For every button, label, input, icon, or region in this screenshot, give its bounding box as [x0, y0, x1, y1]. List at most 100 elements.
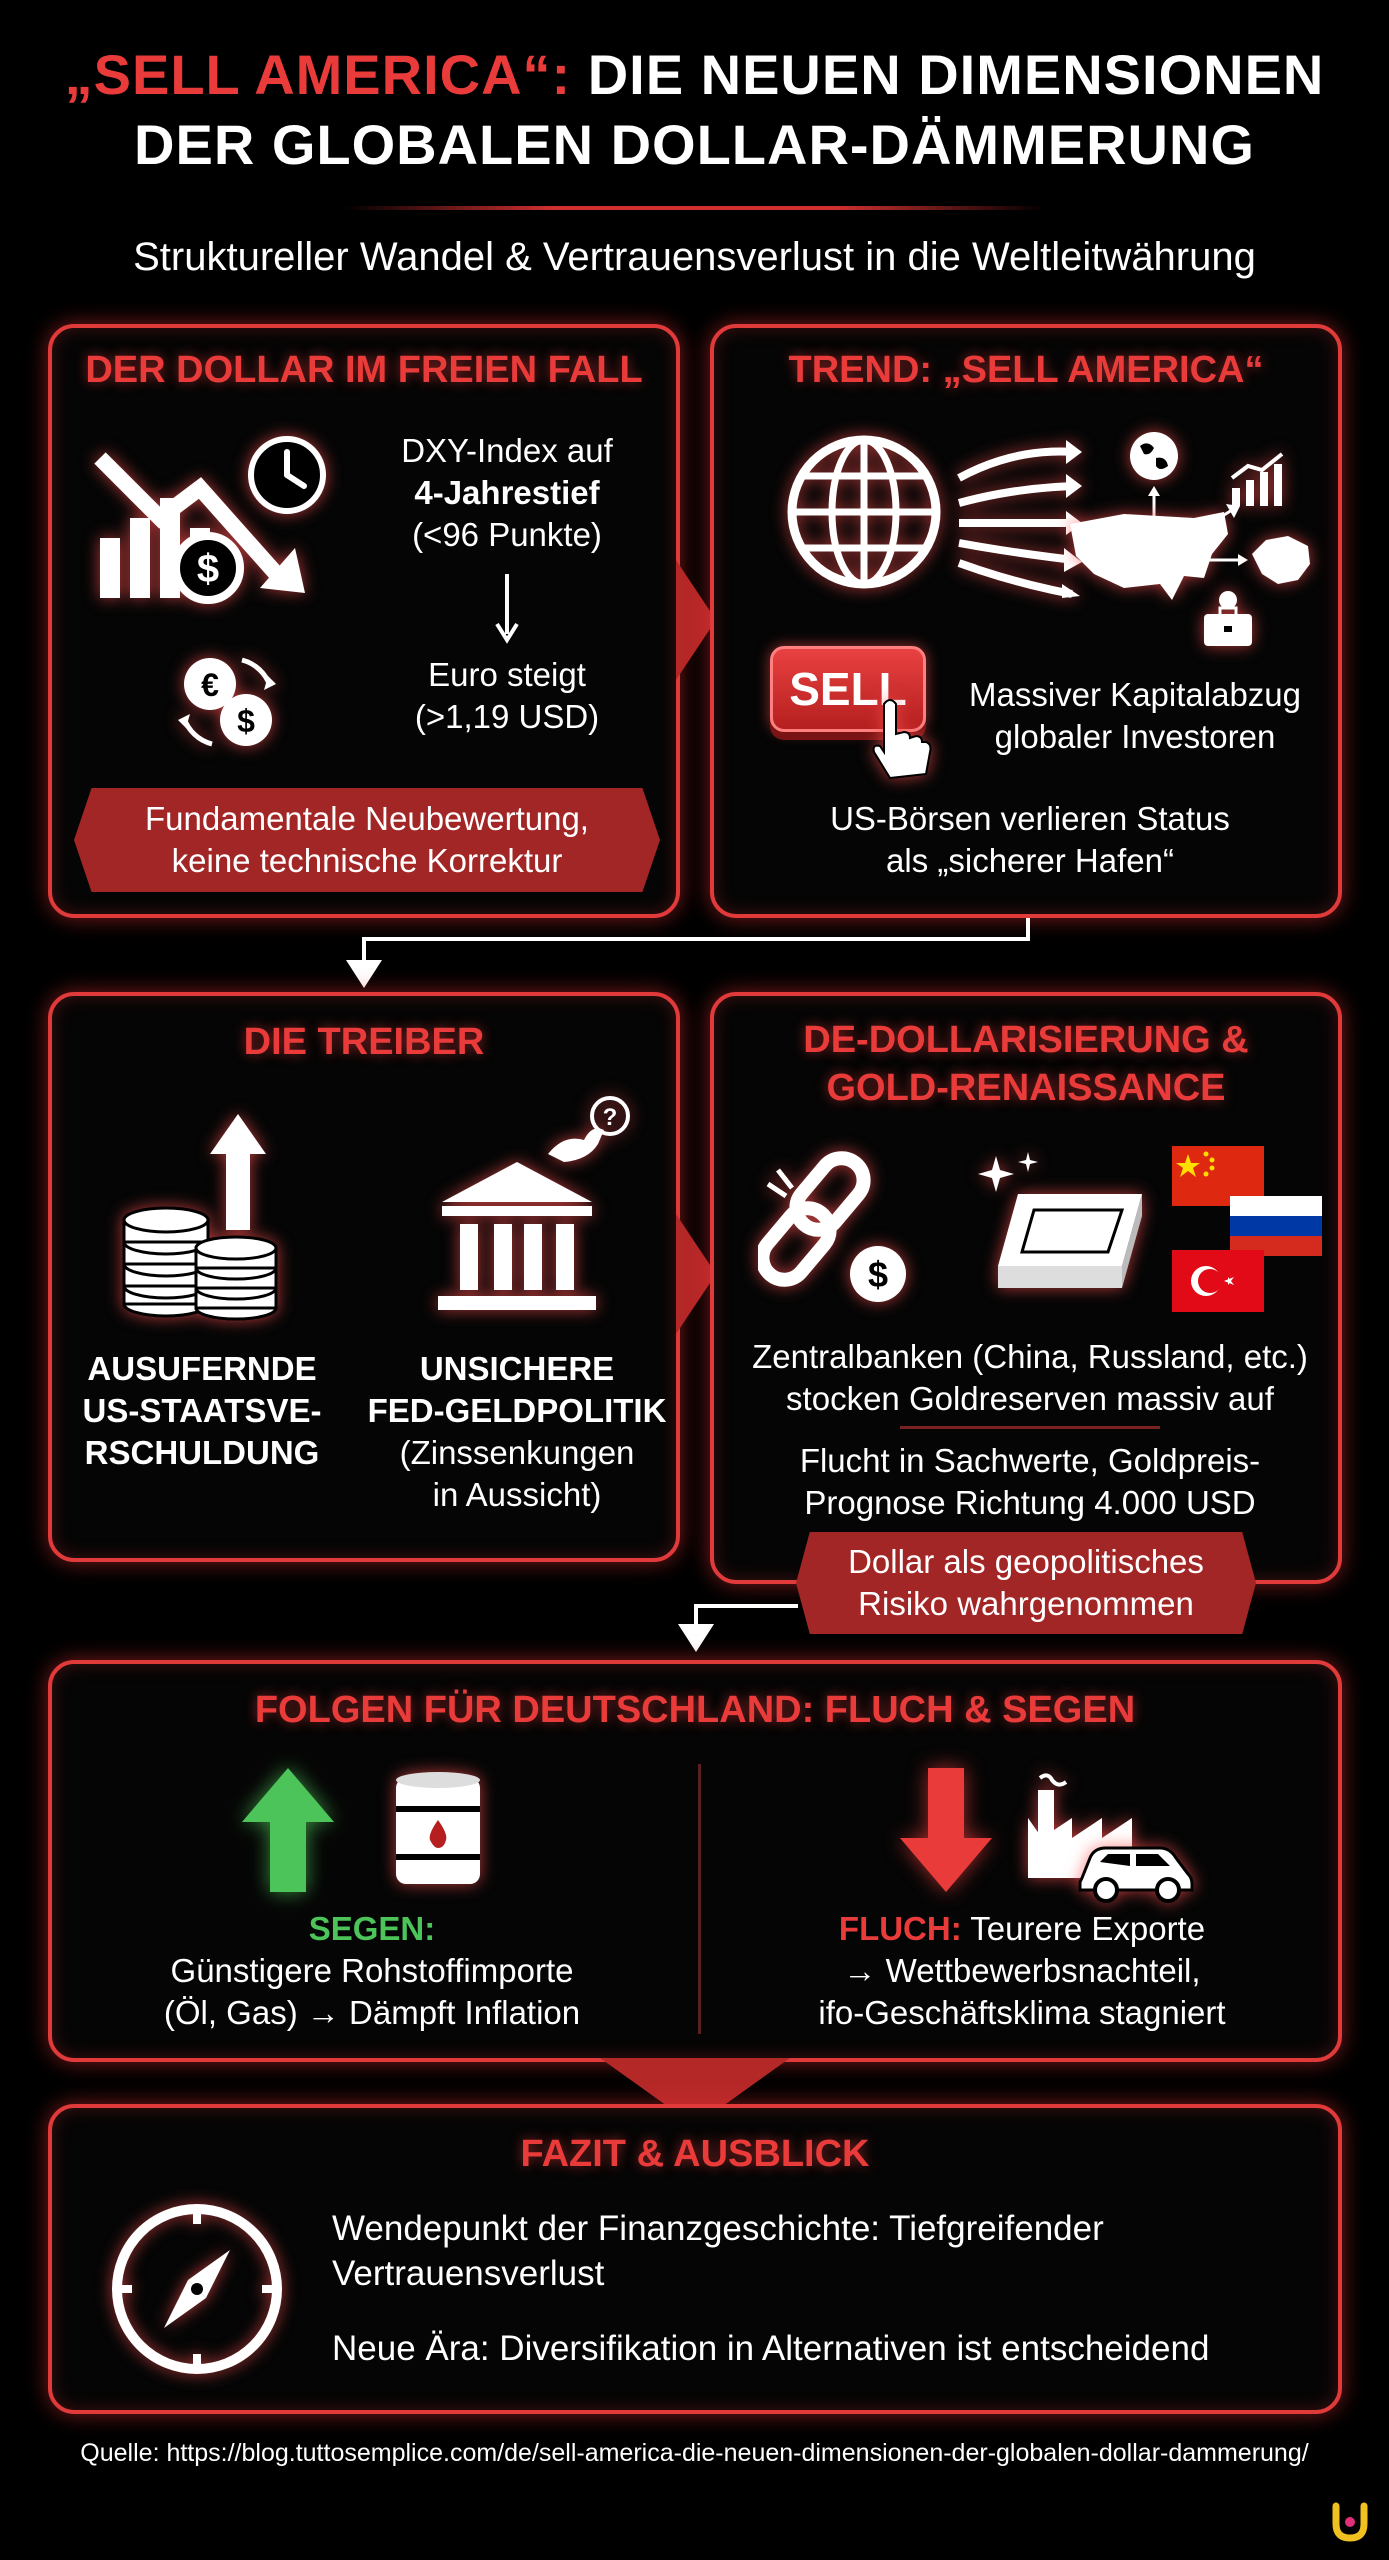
- arrow-down-icon: [495, 574, 519, 644]
- page-title: „SELL AMERICA“: DIE NEUEN DIMENSIONEN DE…: [0, 40, 1389, 180]
- source-link[interactable]: Quelle: https://blog.tuttosemplice.com/d…: [80, 2439, 1309, 2467]
- chevron-right-icon: [676, 560, 716, 680]
- euro-line2: (>1,19 USD): [414, 698, 600, 735]
- dxy-text: DXY-Index auf 4-Jahrestief (<96 Punkte): [362, 430, 652, 556]
- usa-map-icon: [1070, 512, 1228, 600]
- euro-text: Euro steigt (>1,19 USD): [362, 654, 652, 738]
- briefcase-icon: [1204, 591, 1252, 646]
- column-divider: [698, 1764, 701, 2034]
- card-germany: FOLGEN FÜR DEUTSCHLAND: FLUCH & SEGEN SE…: [48, 1660, 1342, 2062]
- fed-text: UNSICHERE FED-GELDPOLITIK (Zinssenkungen…: [362, 1348, 672, 1516]
- world-icon: [1130, 432, 1178, 480]
- dedollar-banner-line1: Dollar als geopolitisches: [848, 1543, 1204, 1580]
- red-arrow-down-icon: [900, 1768, 992, 1892]
- car-icon: [1078, 1846, 1194, 1903]
- fazit-point2: Neue Ära: Diversifikation in Alternative…: [332, 2329, 1210, 2368]
- compass-icon: [112, 2204, 282, 2374]
- fluch-label: FLUCH:: [838, 1910, 962, 1947]
- card-dollar-fall-title: DER DOLLAR IM FREIEN FALL: [85, 349, 643, 391]
- divider: [900, 1426, 1160, 1429]
- connector-line: [362, 937, 1030, 941]
- title-line1-rest: DIE NEUEN DIMENSIONEN: [571, 43, 1325, 106]
- chevron-right-icon: [676, 1214, 716, 1334]
- card-drivers: DIE TREIBER ? AUSUFERNDE US-STAATSVE- RS…: [48, 992, 680, 1562]
- euro-symbol: €: [201, 667, 219, 703]
- currency-exchange-icon: € $: [178, 657, 276, 747]
- fall-banner-line1: Fundamentale Neubewertung,: [145, 800, 589, 837]
- flight-line1: Flucht in Sachwerte, Goldpreis-: [799, 1442, 1261, 1479]
- clock-icon: [248, 436, 326, 514]
- dedollar-banner-line2: Risiko wahrgenommen: [858, 1585, 1194, 1622]
- debt-line3: RSCHULDUNG: [84, 1434, 320, 1471]
- card-fazit: FAZIT & AUSBLICK Wendepunkt der Finanzge…: [48, 2104, 1342, 2414]
- green-arrow-up-icon: [242, 1768, 334, 1892]
- coins-stack-icon: [122, 1114, 278, 1321]
- euro-line1: Euro steigt: [428, 656, 586, 693]
- globe-icon: [787, 435, 941, 589]
- cb-text: Zentralbanken (China, Russland, etc.) st…: [722, 1336, 1338, 1420]
- chart-down-icon: $: [94, 452, 305, 604]
- dedollar-dollar-symbol: $: [868, 1254, 888, 1295]
- arrow-down-icon: [678, 1624, 714, 1652]
- connector-line: [362, 937, 366, 967]
- card-dedollarization-title: DE-DOLLARISIERUNG & GOLD-RENAISSANCE: [714, 1016, 1338, 1112]
- turkey-flag-icon: [1172, 1250, 1264, 1312]
- debt-line2: US-STAATSVE-: [82, 1392, 322, 1429]
- fluch-line3: ifo-Geschäftsklima stagniert: [818, 1994, 1226, 2031]
- hand-pointer-icon: [872, 699, 932, 780]
- card-dedollarization: DE-DOLLARISIERUNG & GOLD-RENAISSANCE $ Z…: [710, 992, 1342, 1584]
- fazit-point1-line1: Wendepunkt der Finanzgeschichte: Tiefgre…: [332, 2209, 1104, 2248]
- bank-icon: [438, 1162, 596, 1310]
- fluch-line1-rest: Teurere Exporte: [961, 1910, 1206, 1947]
- capital-line1: Massiver Kapitalabzug: [969, 676, 1301, 713]
- gold-bar-icon: [998, 1194, 1142, 1288]
- russia-flag-icon: [1230, 1196, 1322, 1256]
- connector-line: [1026, 918, 1030, 940]
- dollar-symbol: $: [197, 547, 219, 591]
- fed-line1: UNSICHERE: [419, 1350, 615, 1387]
- question-mark: ?: [603, 1104, 618, 1131]
- dove-icon: ?: [548, 1096, 630, 1162]
- segen-line1: Günstigere Rohstoffimporte: [170, 1952, 574, 1989]
- capital-text: Massiver Kapitalabzug globaler Investore…: [950, 674, 1320, 758]
- fluch-text: FLUCH: Teurere Exporte → Wettbewerbsnach…: [742, 1908, 1302, 2034]
- china-map-icon: [1252, 536, 1310, 584]
- growth-chart-icon: [1230, 452, 1284, 506]
- dxy-line2: 4-Jahrestief: [414, 474, 600, 511]
- fluch-line2: → Wettbewerbsnachteil,: [843, 1952, 1201, 1989]
- card-dollar-fall: DER DOLLAR IM FREIEN FALL $ € $ DXY-Inde…: [48, 324, 680, 918]
- status-line2: als „sicherer Hafen“: [886, 842, 1174, 879]
- flight-line2: Prognose Richtung 4.000 USD: [804, 1484, 1256, 1521]
- fazit-point1-line2: Vertrauensverlust: [332, 2254, 605, 2293]
- chevron-down-icon: [600, 2058, 790, 2126]
- flight-text: Flucht in Sachwerte, Goldpreis- Prognose…: [722, 1440, 1338, 1524]
- fed-line3: (Zinssenkungen: [399, 1434, 635, 1471]
- connector-line: [694, 1604, 698, 1630]
- arrow-down-icon: [346, 960, 382, 988]
- dollar-symbol-small: $: [237, 703, 255, 739]
- title-accent: „SELL AMERICA“:: [64, 43, 572, 106]
- title-line2: DER GLOBALEN DOLLAR-DÄMMERUNG: [134, 113, 1255, 176]
- dedollar-title-line1: DE-DOLLARISIERUNG &: [803, 1019, 1249, 1061]
- broken-chain-icon: $: [758, 1151, 906, 1302]
- debt-line1: AUSUFERNDE: [87, 1350, 317, 1387]
- sparkle-icon: [978, 1152, 1038, 1192]
- fed-line4: in Aussicht): [432, 1476, 602, 1513]
- cb-line1: Zentralbanken (China, Russland, etc.): [752, 1338, 1308, 1375]
- logo-icon: [1332, 2502, 1368, 2542]
- dedollar-title-line2: GOLD-RENAISSANCE: [826, 1067, 1226, 1109]
- fed-line2: FED-GELDPOLITIK: [367, 1392, 667, 1429]
- dedollar-banner: Dollar als geopolitisches Risiko wahrgen…: [796, 1532, 1256, 1634]
- title-divider: [344, 206, 1044, 210]
- arrow-right-small-icon: [1200, 504, 1240, 532]
- status-line1: US-Börsen verlieren Status: [830, 800, 1230, 837]
- fazit-point1: Wendepunkt der Finanzgeschichte: Tiefgre…: [332, 2206, 1292, 2296]
- segen-label: SEGEN:: [308, 1910, 436, 1947]
- oil-barrel-icon: [396, 1772, 480, 1884]
- card-sell-america-title: TREND: „SELL AMERICA“: [788, 349, 1264, 391]
- dxy-line1: DXY-Index auf: [401, 432, 613, 469]
- status-text: US-Börsen verlieren Status als „sicherer…: [734, 798, 1326, 882]
- card-germany-title: FOLGEN FÜR DEUTSCHLAND: FLUCH & SEGEN: [254, 1689, 1136, 1731]
- card-sell-america: TREND: „SELL AMERICA“: [710, 324, 1342, 918]
- connector-line: [694, 1604, 798, 1608]
